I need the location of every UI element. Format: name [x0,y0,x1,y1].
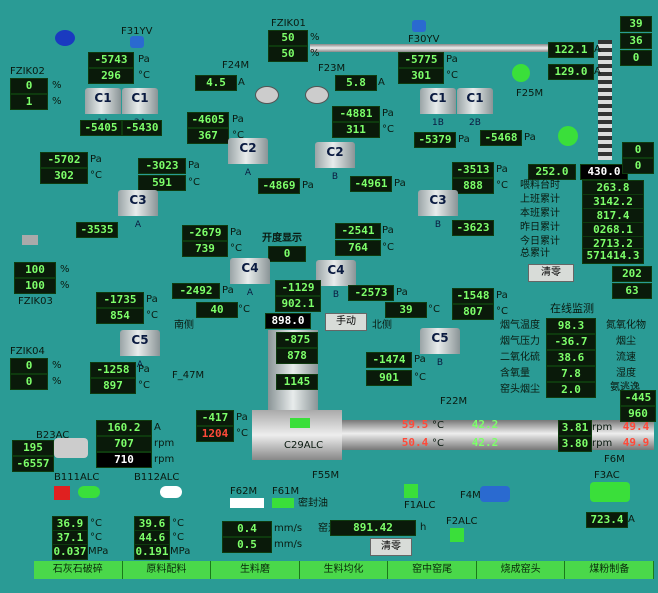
f24m-fan-icon[interactable] [255,86,279,104]
right-status-dot-icon [558,126,578,146]
f4m-motor-icon[interactable] [480,486,510,502]
clear-runtime-button[interactable]: 清零 [370,538,412,556]
f62m-indicator[interactable] [230,498,264,508]
tab-kiln-head[interactable]: 烧成窑头 [476,561,566,579]
tab-raw-mill[interactable]: 生料磨 [211,561,300,579]
fzik01-value-1: 50 [268,30,308,46]
f23m-fan-icon[interactable] [305,86,329,104]
left-valve-icon[interactable] [50,110,66,120]
f61m-indicator[interactable] [272,498,294,508]
f25m-fan-icon[interactable] [512,64,530,82]
f31yv-valve-icon[interactable] [130,36,144,48]
tab-raw-batching[interactable]: 原料配料 [122,561,212,579]
tab-kiln-tail[interactable]: 窑中窑尾 [388,561,477,579]
b111-alarm-icon[interactable] [54,486,70,500]
b23ac-motor-icon[interactable] [54,438,88,458]
rotary-kiln [342,420,654,450]
top-duct [310,44,560,52]
kiln-indicator [290,418,310,428]
f1alc-icon[interactable] [404,484,418,498]
manual-button[interactable]: 手动 [325,313,367,331]
b112-motor-icon[interactable] [160,486,182,498]
tab-coal-prep[interactable]: 煤粉制备 [565,561,655,579]
fzik01-label: FZIK01 [271,18,306,29]
f2alc-icon[interactable] [450,528,464,542]
side-labels: 氮氧化物 烟尘 流速 湿度 氨逃逸 [606,320,646,393]
status-dot-icon [55,30,75,46]
fzik01-value-2: 50 [268,46,308,62]
feed-table: 喂料台时 263.8 上班累计 3142.2 本班累计 817.4 昨日累计 0… [520,180,650,264]
b111-motor-icon[interactable] [78,486,100,498]
tab-limestone-crushing[interactable]: 石灰石破碎 [34,561,123,579]
bottom-nav-tabs: 石灰石破碎 原料配料 生料磨 生料均化 窑中窑尾 烧成窑头 煤粉制备 [34,561,655,579]
clear-feed-button[interactable]: 清零 [528,264,574,282]
gas-table: 烟气温度 98.3 烟气压力 -36.7 二氧化硫 38.6 含氧量 7.8 窑… [500,318,610,402]
f30yv-valve-icon[interactable] [412,20,426,32]
vertical-elevator [598,40,612,160]
tab-raw-homogenize[interactable]: 生料均化 [299,561,389,579]
left-damper-icon[interactable] [22,235,38,245]
f3ac-motor-icon[interactable] [590,482,630,502]
